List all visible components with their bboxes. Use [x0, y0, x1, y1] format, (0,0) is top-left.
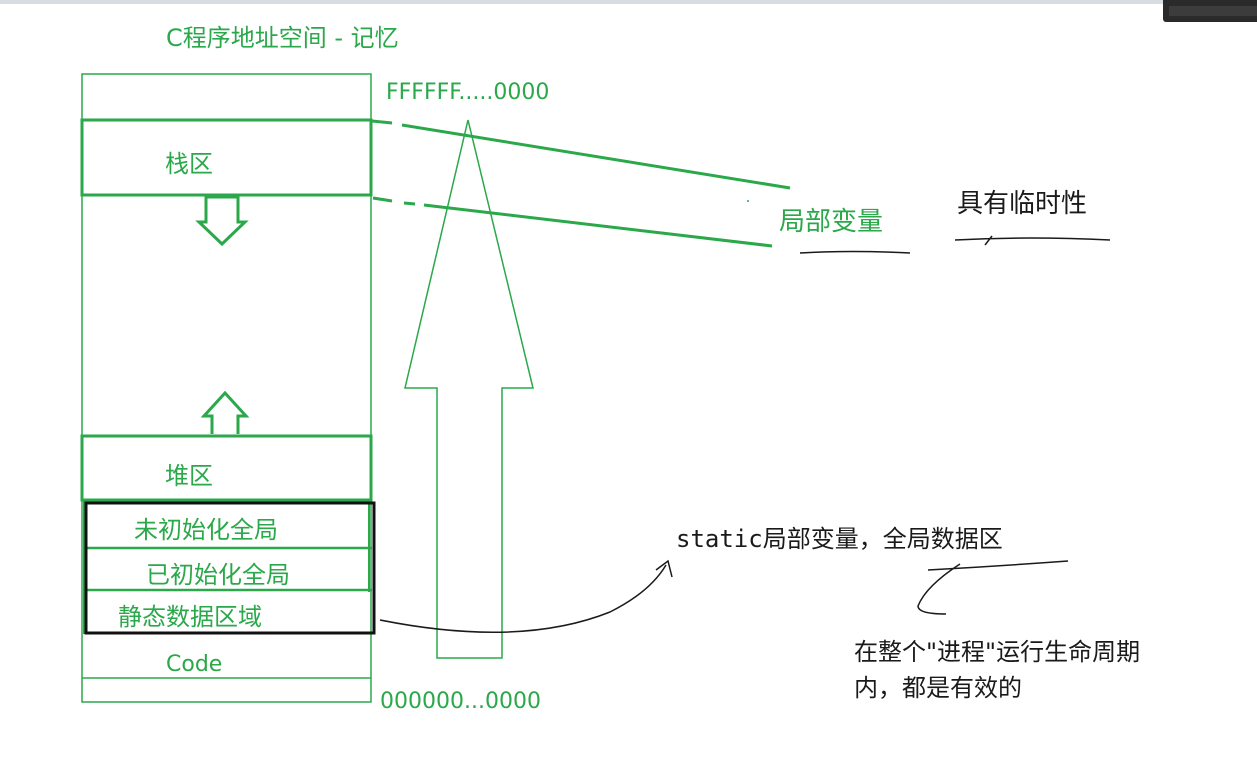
- address-direction-arrow: [404, 119, 534, 659]
- stack-pointer-line-bottom: [372, 196, 773, 248]
- static-note-hook: [917, 563, 961, 615]
- video-thumbnail-corner: [1163, 0, 1257, 22]
- memory-column-outline: [81, 73, 372, 703]
- temporary-label: 具有临时性: [957, 189, 1088, 219]
- ink-dot: [747, 200, 749, 202]
- address-high-label: FFFFFF.....0000: [386, 80, 550, 105]
- static-data-highlight: [84, 501, 376, 635]
- local-vars-label: 局部变量: [779, 207, 884, 237]
- local-vars-underline: [799, 250, 911, 254]
- stack-region-label: 栈区: [165, 150, 213, 178]
- address-low-label: 000000...0000: [380, 689, 541, 714]
- stack-growth-arrow: [195, 195, 249, 247]
- heap-box: [80, 434, 373, 502]
- temporary-underline: [954, 237, 1111, 241]
- init-global-label: 已初始化全局: [146, 561, 290, 589]
- lifetime-line-2: 内，都是有效的: [854, 674, 1022, 702]
- heap-region-label: 堆区: [165, 462, 213, 490]
- static-connector-curve: [379, 564, 667, 633]
- static-connector-arrowhead: [655, 559, 673, 578]
- lifetime-line-1: 在整个"进程"运行生命周期: [854, 638, 1141, 666]
- heap-growth-arrow: [200, 390, 250, 434]
- stack-pointer-line-top: [371, 119, 791, 190]
- static-note-underline: [927, 560, 1069, 571]
- static-note-label: static局部变量，全局数据区: [676, 525, 1003, 553]
- window-top-bar: [0, 0, 1257, 4]
- static-data-label: 静态数据区域: [118, 603, 262, 631]
- uninit-global-label: 未初始化全局: [134, 516, 278, 544]
- code-region-label: Code: [166, 652, 223, 677]
- diagram-title: C程序地址空间 - 记忆: [166, 24, 399, 52]
- stack-box: [80, 118, 373, 197]
- temporary-underline-tick: [984, 235, 993, 246]
